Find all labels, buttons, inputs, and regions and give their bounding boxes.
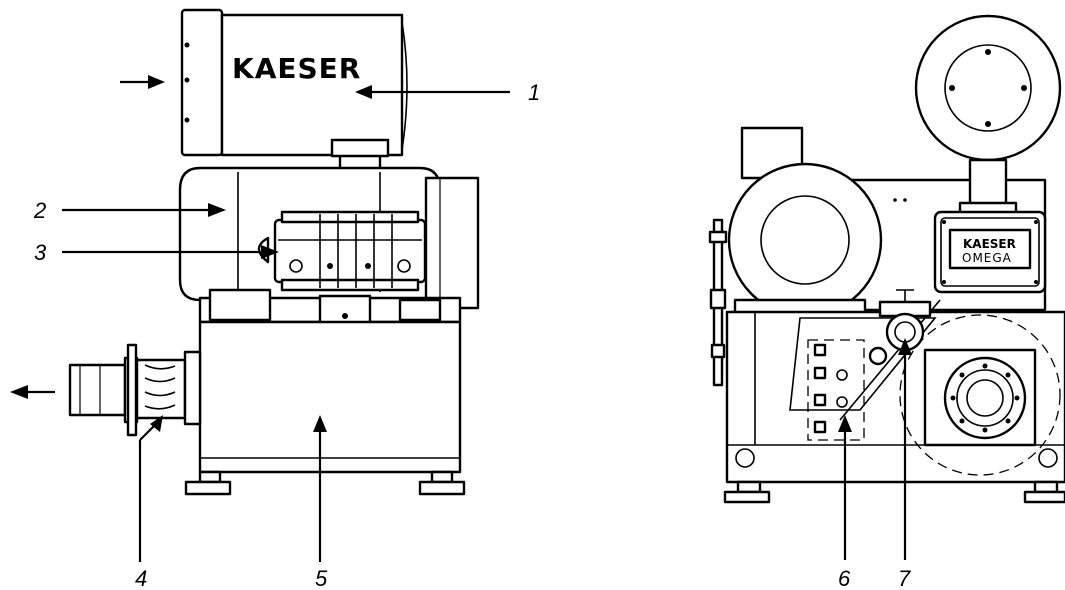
callout-2: 2 <box>33 198 46 223</box>
rear-belt-guard <box>789 299 941 421</box>
discharge-assembly <box>68 343 202 437</box>
leader-5 <box>313 415 327 562</box>
rear-machine-feet <box>723 480 1065 504</box>
leader-3 <box>62 245 279 259</box>
callout-4: 4 <box>135 566 147 590</box>
base-silencer-box <box>198 320 462 474</box>
callout-5: 5 <box>315 566 328 590</box>
rear-discharge-flange <box>899 314 1061 476</box>
leader-4 <box>138 415 163 562</box>
intake-filter-silencer: KAESER <box>180 8 408 157</box>
callout-1: 1 <box>528 80 540 105</box>
rear-drive-motor <box>727 162 883 318</box>
kaeser-logo-rear: KAESER <box>963 237 1016 251</box>
oil-level-gauge <box>708 218 728 387</box>
pressure-relief-valve <box>868 289 932 366</box>
leader-7 <box>898 338 912 560</box>
leader-6 <box>838 415 852 560</box>
machine-feet <box>184 470 466 496</box>
leader-2 <box>62 203 226 217</box>
oil-sight-glasses <box>807 339 865 441</box>
discharge-flow-arrow <box>10 385 55 399</box>
rear-top-silencer <box>914 14 1062 215</box>
intake-flow-arrow <box>120 75 165 89</box>
side-view: KAESER <box>10 8 540 590</box>
omega-label: OMEGA <box>962 251 1012 265</box>
rear-view: KAESER OMEGA <box>708 14 1065 590</box>
leader-1 <box>355 85 510 99</box>
blower-stage <box>257 210 427 292</box>
kaeser-logo-side: KAESER <box>232 52 361 85</box>
rear-blower-body: KAESER OMEGA <box>933 210 1047 294</box>
callout-6: 6 <box>838 566 851 590</box>
callout-3: 3 <box>34 240 47 265</box>
callout-7: 7 <box>898 566 911 590</box>
